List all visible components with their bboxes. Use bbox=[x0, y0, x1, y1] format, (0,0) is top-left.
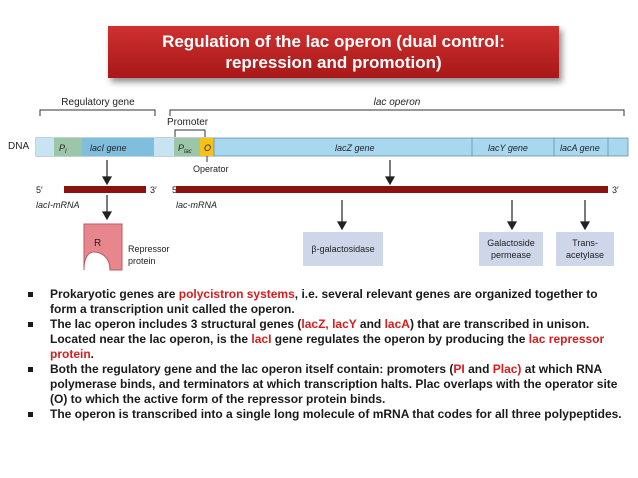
bullet-highlight: lacI bbox=[251, 332, 272, 346]
bullet-highlight: Plac) bbox=[492, 362, 522, 376]
permease-label-2: permease bbox=[491, 250, 531, 260]
lac-operon-diagram: Regulatory gene lac operon Promoter DNA … bbox=[8, 97, 629, 271]
bullet-text: and bbox=[464, 362, 493, 376]
bullet-highlight: lacA bbox=[384, 317, 410, 331]
bullet-text: ) that are transcribed in unison. Locate… bbox=[50, 317, 590, 346]
permease-label-1: Galactoside bbox=[487, 238, 535, 248]
pi-label: PI bbox=[59, 143, 67, 155]
lacz-gene-label: lacZ gene bbox=[335, 143, 375, 153]
bullet-item: Prokaryotic genes are polycistron system… bbox=[22, 287, 622, 317]
operator-segment bbox=[200, 138, 214, 156]
laci-mrna-bar bbox=[64, 186, 146, 193]
dna-leader bbox=[36, 138, 54, 156]
bullet-highlight: lac repressor protein bbox=[50, 332, 605, 361]
bullet-item: Both the regulatory gene and the lac ope… bbox=[22, 362, 622, 407]
repressor-label-1: Repressor bbox=[128, 244, 170, 254]
translation-arrows bbox=[101, 195, 591, 231]
five-prime-2: 5′ bbox=[172, 185, 179, 195]
operator-label: Operator bbox=[193, 164, 229, 174]
repressor-label-2: protein bbox=[128, 256, 156, 266]
bullet-text: gene regulates the operon by producing t… bbox=[271, 332, 529, 346]
title-banner: Regulation of the lac operon (dual contr… bbox=[108, 26, 559, 78]
bullet-item: The operon is transcribed into a single … bbox=[22, 407, 622, 422]
lac-operon-label: lac operon bbox=[374, 97, 421, 108]
bullet-text: at which RNA polymerase binds, and termi… bbox=[50, 362, 618, 406]
transacetylase-label-2: acetylase bbox=[566, 250, 604, 260]
laci-mrna-label: lacI-mRNA bbox=[36, 200, 80, 210]
bullet-text: The operon is transcribed into a single … bbox=[50, 407, 622, 421]
bullet-text: The lac operon includes 3 structural gen… bbox=[50, 317, 302, 331]
laca-gene-label: lacA gene bbox=[560, 143, 600, 153]
title-line-2: repression and promotion) bbox=[225, 53, 442, 72]
operator-o-label: O bbox=[204, 143, 211, 153]
bullet-text: and bbox=[356, 317, 385, 331]
plac-label: Plac bbox=[178, 143, 192, 155]
betagal-label: β-galactosidase bbox=[311, 244, 374, 254]
bullet-highlight: lacZ, lacY bbox=[301, 317, 357, 331]
dna-label: DNA bbox=[8, 141, 29, 152]
lac-mrna-bar bbox=[176, 186, 608, 193]
five-prime-1: 5′ bbox=[36, 185, 43, 195]
promoter-label: Promoter bbox=[167, 117, 209, 128]
laci-segment bbox=[82, 138, 154, 156]
three-prime-1: 3′ bbox=[150, 185, 157, 195]
lac-operon-bracket: lac operon bbox=[169, 97, 625, 116]
pi-segment bbox=[54, 138, 82, 156]
permease-box bbox=[479, 232, 543, 266]
lacy-gene-label: lacY gene bbox=[488, 143, 528, 153]
bullet-highlight: PI bbox=[453, 362, 465, 376]
betagal-box bbox=[303, 232, 383, 266]
three-prime-2: 3′ bbox=[612, 185, 619, 195]
transacetylase-label-1: Trans- bbox=[572, 238, 598, 248]
bullet-text: , i.e. several relevant genes are organi… bbox=[50, 287, 598, 316]
bullet-text: Prokaryotic genes are bbox=[50, 287, 179, 301]
lac-mrna-label: lac-mRNA bbox=[176, 200, 217, 210]
bullet-highlight: polycistron systems bbox=[178, 287, 295, 301]
title-line-1: Regulation of the lac operon (dual contr… bbox=[162, 32, 505, 51]
bullet-item: The lac operon includes 3 structural gen… bbox=[22, 317, 622, 362]
transacetylase-box bbox=[556, 232, 614, 266]
repressor-protein-shape bbox=[83, 223, 123, 271]
plac-segment bbox=[174, 138, 200, 156]
bullet-text: . bbox=[90, 347, 95, 361]
repressor-letter: R bbox=[94, 238, 101, 249]
regulatory-gene-bracket: Regulatory gene bbox=[39, 97, 156, 116]
bullet-list: Prokaryotic genes are polycistron system… bbox=[22, 287, 622, 422]
laci-gene-label: lacI gene bbox=[90, 143, 127, 153]
bullet-text: Both the regulatory gene and the lac ope… bbox=[50, 362, 454, 376]
transcription-arrows bbox=[101, 160, 396, 186]
regulatory-gene-label: Regulatory gene bbox=[61, 97, 135, 108]
promoter-bracket: Promoter bbox=[167, 117, 209, 137]
spacer-segment bbox=[154, 138, 174, 156]
